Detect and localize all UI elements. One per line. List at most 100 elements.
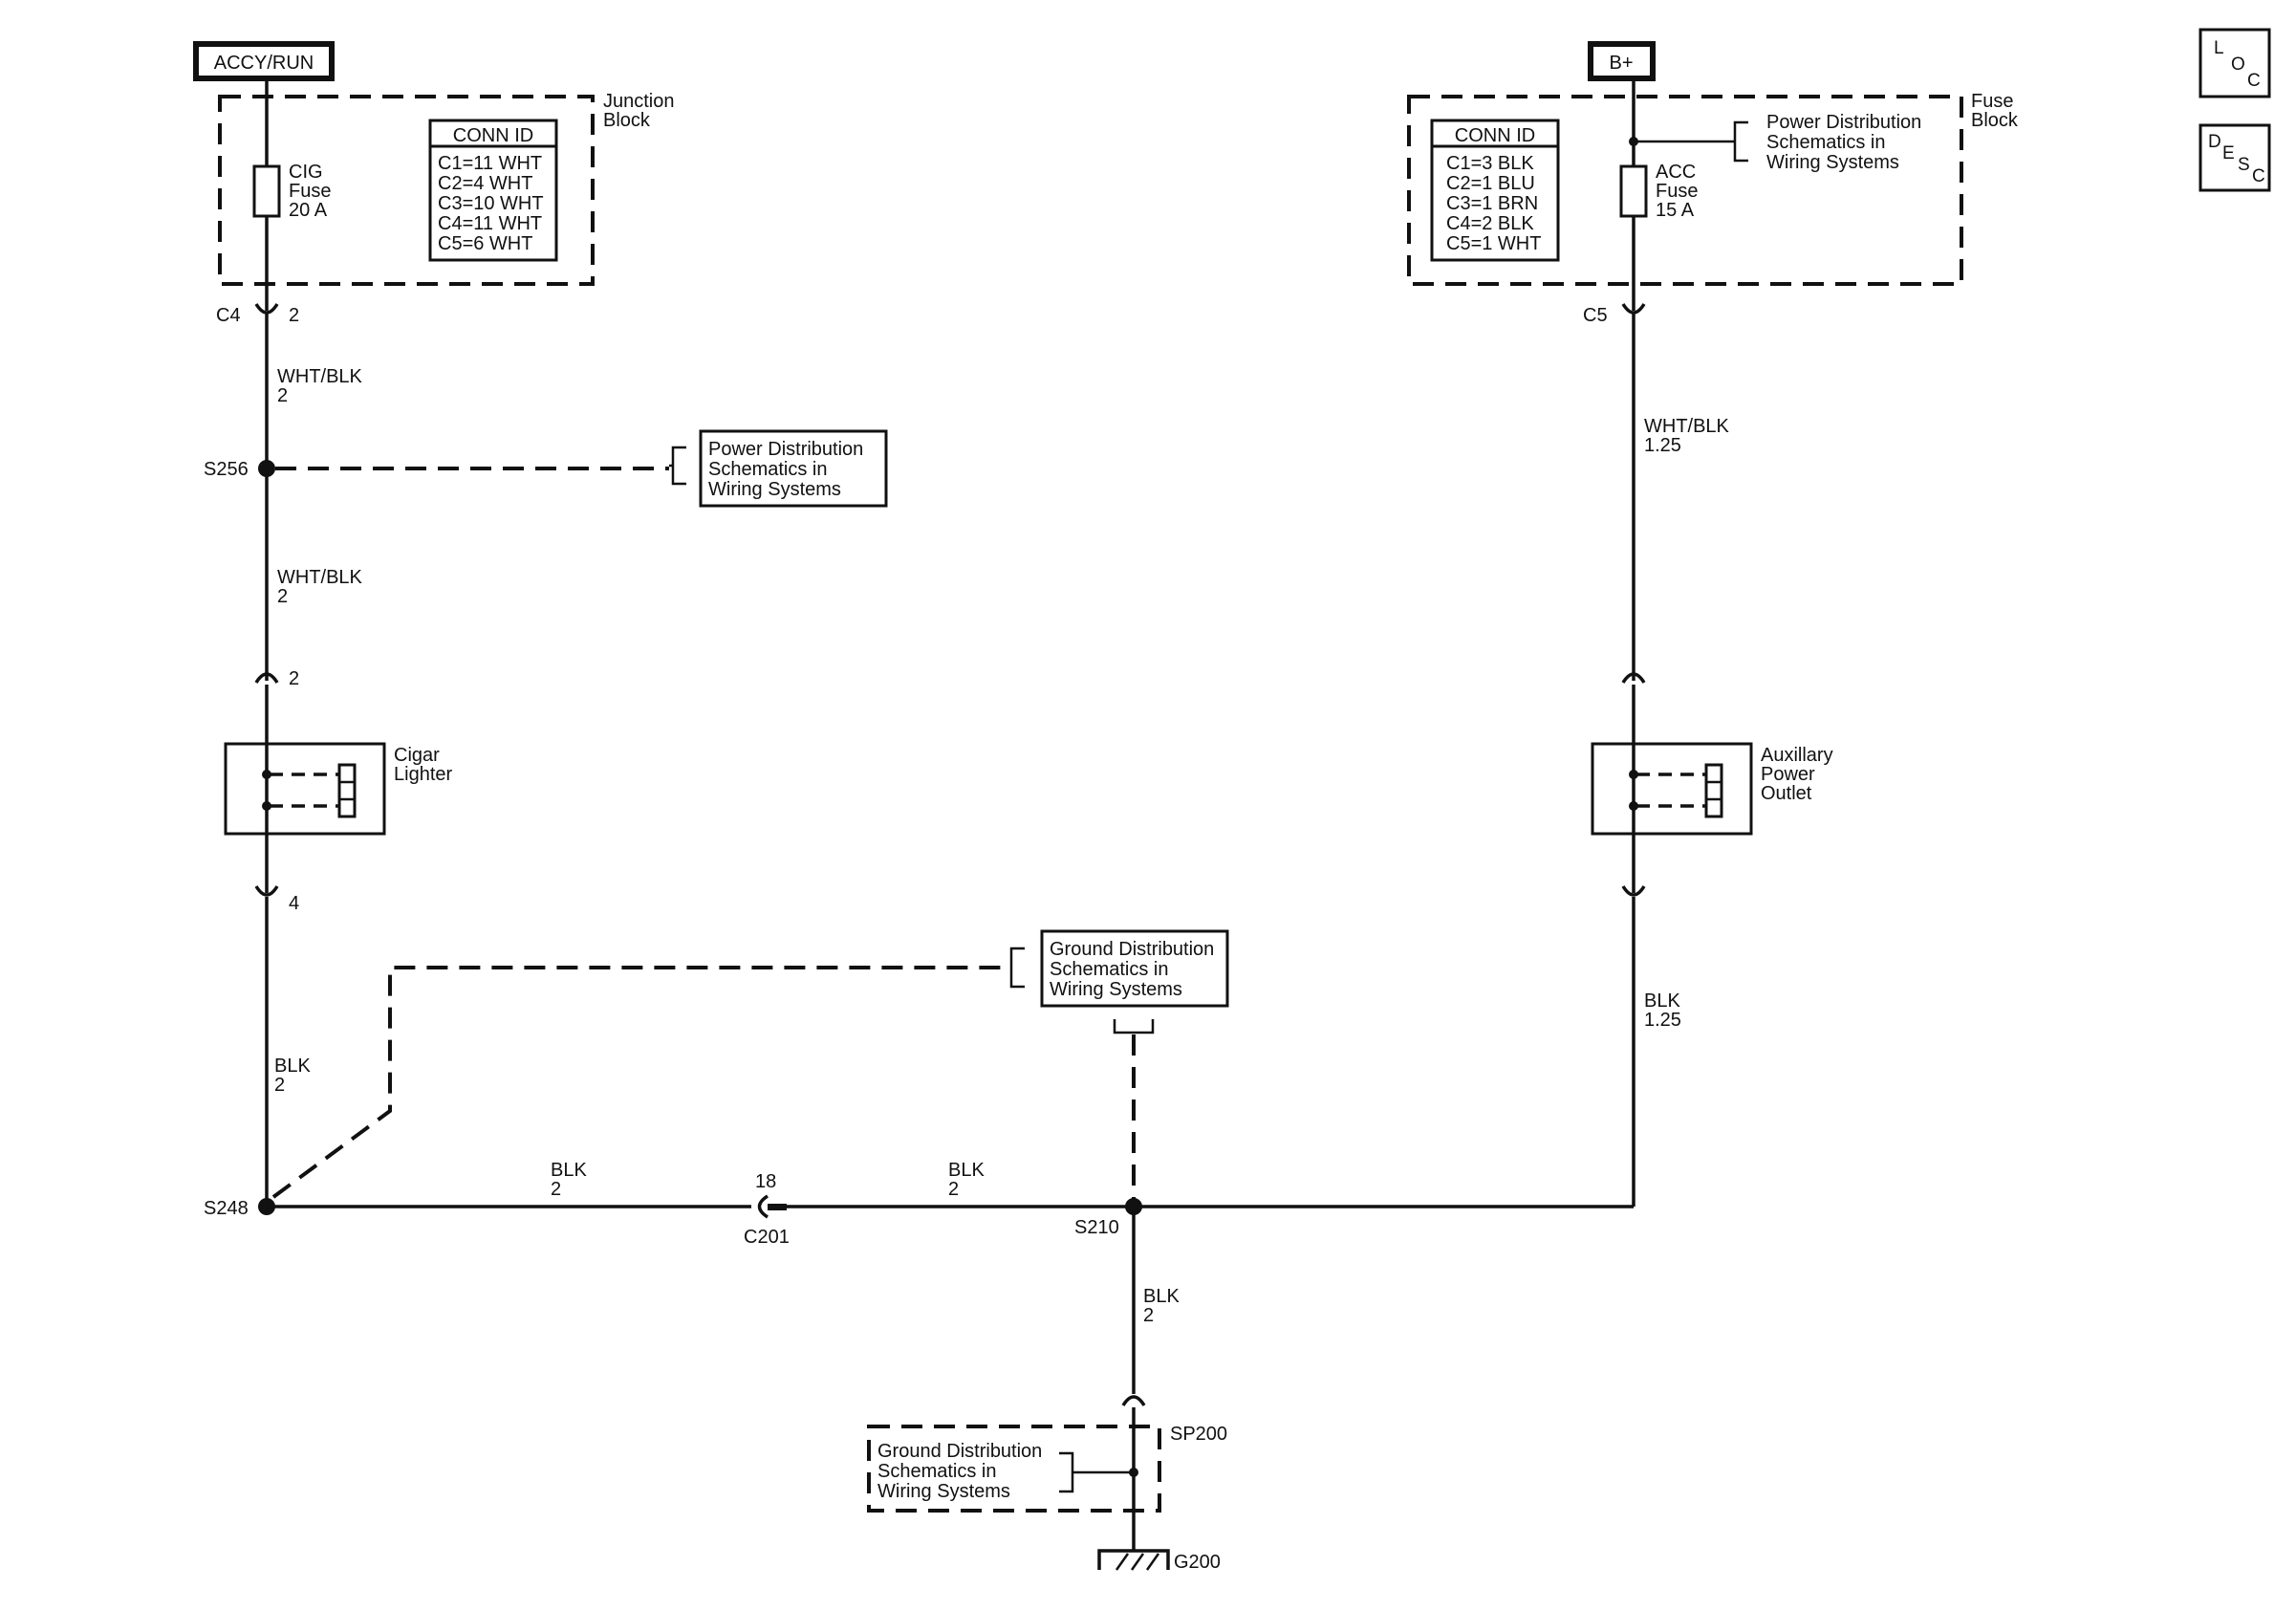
cigar-lighter-element-icon [337,763,357,818]
right-wire1-size: 1.25 [1644,435,1681,456]
junction-conn-id-row: C5=6 WHT [438,233,532,254]
connector-c201-label: C201 [744,1227,790,1248]
fuse-block-conn-id-table: CONN ID C1=3 BLK C2=1 BLU C3=1 BRN C4=2 … [1430,119,1560,262]
acc-fuse-label-1: ACC [1656,162,1696,183]
ground-circuit: Ground Distribution Schematics in Wiring… [267,929,1634,1573]
power-source-left-label: ACCY/RUN [214,53,314,74]
desc-letter-e: E [2222,143,2235,163]
loc-button[interactable]: L O C [2199,28,2271,98]
left-wire3-size: 2 [274,1075,285,1096]
cigar-lighter-component: Cigar Lighter [224,742,452,836]
power-distribution-ref-fuse-block[interactable]: Power Distribution Schematics in Wiring … [1766,112,1921,173]
acc-fuse-label-2: Fuse [1656,181,1698,202]
cigar-lighter-top-pin: 2 [289,668,299,689]
ground-g200-icon [1097,1549,1170,1571]
right-wire2-size: 1.25 [1644,1010,1681,1031]
ground-seg1-size: 2 [551,1179,561,1200]
ref-left-line-3: Wiring Systems [708,479,841,500]
fuse-block-name-1: Fuse [1971,91,2013,112]
ground-ref-top-line-2: Schematics in [1050,959,1169,980]
sp200-connector-icon [1121,1395,1146,1406]
fuse-block-conn-id-row: C5=1 WHT [1446,233,1541,254]
connector-c5-label: C5 [1583,305,1608,326]
fuse-block-conn-id-row: C1=3 BLK [1446,153,1534,174]
cig-fuse-label-3: 20 A [289,200,328,221]
aux-outlet-element-icon [1704,763,1723,818]
ground-distribution-ref-top[interactable]: Ground Distribution Schematics in Wiring… [1040,929,1229,1008]
left-wire2-color: WHT/BLK [277,567,363,588]
power-source-right-label: B+ [1609,53,1633,74]
cigar-lighter-bottom-pin: 4 [289,893,299,914]
connector-c4-label: C4 [216,305,241,326]
fuse-block-conn-id-row: C2=1 BLU [1446,173,1535,194]
desc-letter-c: C [2252,166,2265,186]
ground-seg2-color: BLK [948,1160,985,1181]
splice-s210-label: S210 [1074,1217,1119,1238]
loc-letter-l: L [2214,38,2224,58]
junction-conn-id-row: C4=11 WHT [438,213,542,234]
ground-seg2-size: 2 [948,1179,959,1200]
ground-ref-top-line-3: Wiring Systems [1050,979,1182,1000]
ground-distribution-ref-bottom[interactable]: Ground Distribution Schematics in Wiring… [877,1441,1042,1502]
ground-seg1-color: BLK [551,1160,587,1181]
left-circuit: WHT/BLK 2 S256 Power Distribution Schema… [204,314,888,1219]
right-wire2-color: BLK [1644,991,1680,1012]
cigar-lighter-label-2: Lighter [394,764,452,785]
fuse-block-conn-id-row: C4=2 BLK [1446,213,1534,234]
desc-letter-d: D [2208,132,2221,152]
junction-conn-id-row: C1=11 WHT [438,153,542,174]
cigar-lighter-label-1: Cigar [394,745,440,766]
connector-c4-pin: 2 [289,305,299,326]
cigar-lighter-bottom-connector-icon [254,885,279,897]
junction-conn-id-table: CONN ID C1=11 WHT C2=4 WHT C3=10 WHT C4=… [428,119,558,262]
aux-outlet-label-1: Auxillary [1761,745,1833,766]
aux-outlet-bottom-connector-icon [1621,885,1646,897]
acc-fuse-icon [1619,164,1648,218]
ground-ref-top-line-1: Ground Distribution [1050,939,1214,960]
auxillary-power-outlet-component: Auxillary Power Outlet [1591,742,1833,836]
right-circuit: WHT/BLK 1.25 Auxillary Power Outlet BLK … [1591,314,1833,1207]
aux-outlet-top-connector-icon [1621,672,1646,684]
desc-letter-s: S [2238,155,2250,175]
cig-fuse-label-1: CIG [289,162,323,183]
aux-outlet-label-2: Power [1761,764,1815,785]
ground-ref-bottom-line-3: Wiring Systems [877,1481,1010,1502]
ref-fuse-block-line-2: Schematics in [1766,132,1886,153]
desc-button[interactable]: D E S C [2199,123,2271,192]
left-wire1-size: 2 [277,385,288,406]
loc-letter-c: C [2247,71,2261,91]
junction-block-name-2: Block [603,110,651,131]
left-wire3-color: BLK [274,1056,311,1077]
junction-conn-id-header: CONN ID [453,125,533,146]
splice-s248-label: S248 [204,1198,249,1219]
power-source-accy-run: ACCY/RUN [193,41,335,81]
right-wire1-color: WHT/BLK [1644,416,1730,437]
ground-g200-label: G200 [1174,1552,1221,1573]
fuse-block-conn-id-row: C3=1 BRN [1446,193,1538,214]
connector-c5-icon [1621,303,1646,315]
junction-block-name-1: Junction [603,91,675,112]
power-distribution-ref-left[interactable]: Power Distribution Schematics in Wiring … [699,429,888,508]
junction-conn-id-row: C2=4 WHT [438,173,532,194]
cig-fuse-label-2: Fuse [289,181,331,202]
connector-c201-icon [757,1194,769,1219]
ground-drop-color: BLK [1143,1286,1180,1307]
junction-block: Junction Block CIG Fuse 20 A CONN ID C1=… [216,81,675,326]
loc-letter-o: O [2231,54,2245,75]
fuse-block-name-2: Block [1971,110,2019,131]
ref-left-line-1: Power Distribution [708,439,863,460]
ground-ref-bottom-line-1: Ground Distribution [877,1441,1042,1462]
fuse-block-conn-id-header: CONN ID [1455,125,1535,146]
ref-left-line-2: Schematics in [708,459,828,480]
ground-drop-size: 2 [1143,1305,1154,1326]
cig-fuse-icon [252,164,281,218]
aux-outlet-label-3: Outlet [1761,783,1812,804]
ref-fuse-block-line-3: Wiring Systems [1766,152,1899,173]
splice-pack-sp200-label: SP200 [1170,1424,1227,1445]
connector-c4-icon [254,303,279,315]
power-source-b-plus: B+ [1588,41,1656,81]
acc-fuse-label-3: 15 A [1656,200,1695,221]
ref-fuse-block-line-1: Power Distribution [1766,112,1921,133]
ground-ref-bottom-line-2: Schematics in [877,1461,997,1482]
